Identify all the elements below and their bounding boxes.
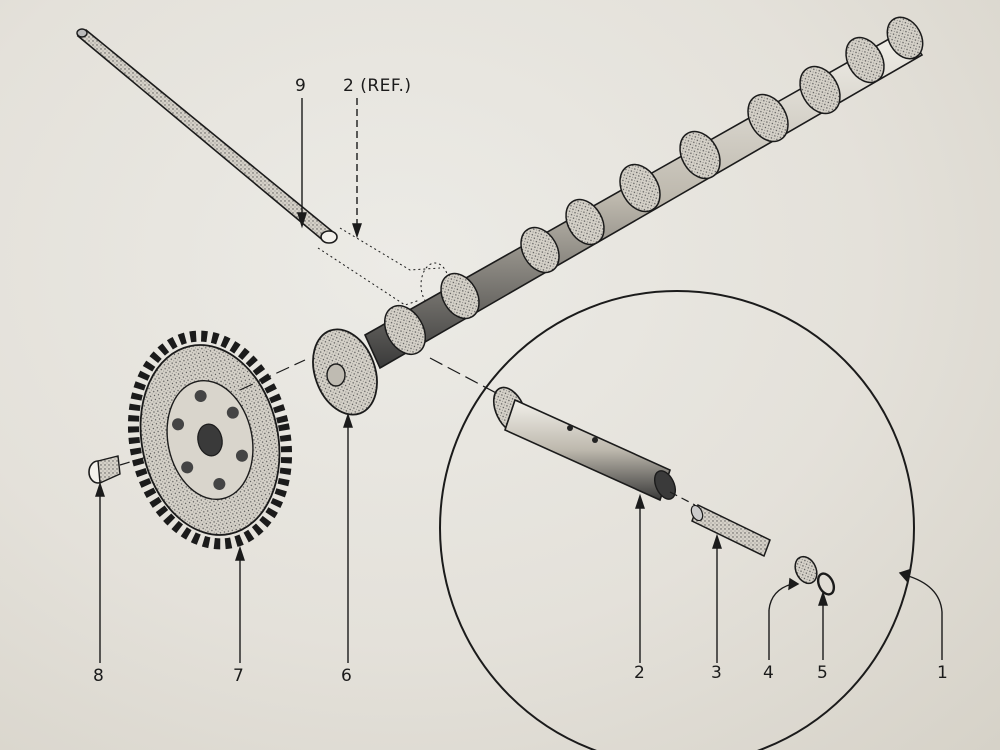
callout-2-ref: 2 (REF.) xyxy=(343,76,412,96)
timing-gear-part-7 xyxy=(127,330,293,550)
callout-2: 2 xyxy=(634,663,646,683)
leader-lines xyxy=(95,98,943,663)
circlip-part-5 xyxy=(816,572,836,596)
callout-7: 7 xyxy=(233,666,245,686)
callout-9: 9 xyxy=(295,76,307,96)
flange-part-6 xyxy=(312,328,378,416)
cam-lobes xyxy=(383,16,924,355)
callout-4: 4 xyxy=(763,663,775,683)
phantom-tube-outline xyxy=(317,227,450,308)
tube-part-2 xyxy=(492,386,677,502)
callout-6: 6 xyxy=(341,666,353,686)
plunger-part-3 xyxy=(690,503,771,558)
nut-part-4 xyxy=(794,555,818,585)
camshaft xyxy=(363,16,924,370)
callout-1: 1 xyxy=(937,663,949,683)
oil-tube-part-9 xyxy=(76,28,338,244)
assembly-centerline xyxy=(119,357,501,466)
detail-circle xyxy=(439,290,915,750)
callout-3: 3 xyxy=(711,663,723,683)
callout-8: 8 xyxy=(93,666,105,686)
detail-centerline xyxy=(669,491,696,506)
bolt-part-8 xyxy=(88,455,121,485)
callout-5: 5 xyxy=(817,663,829,683)
